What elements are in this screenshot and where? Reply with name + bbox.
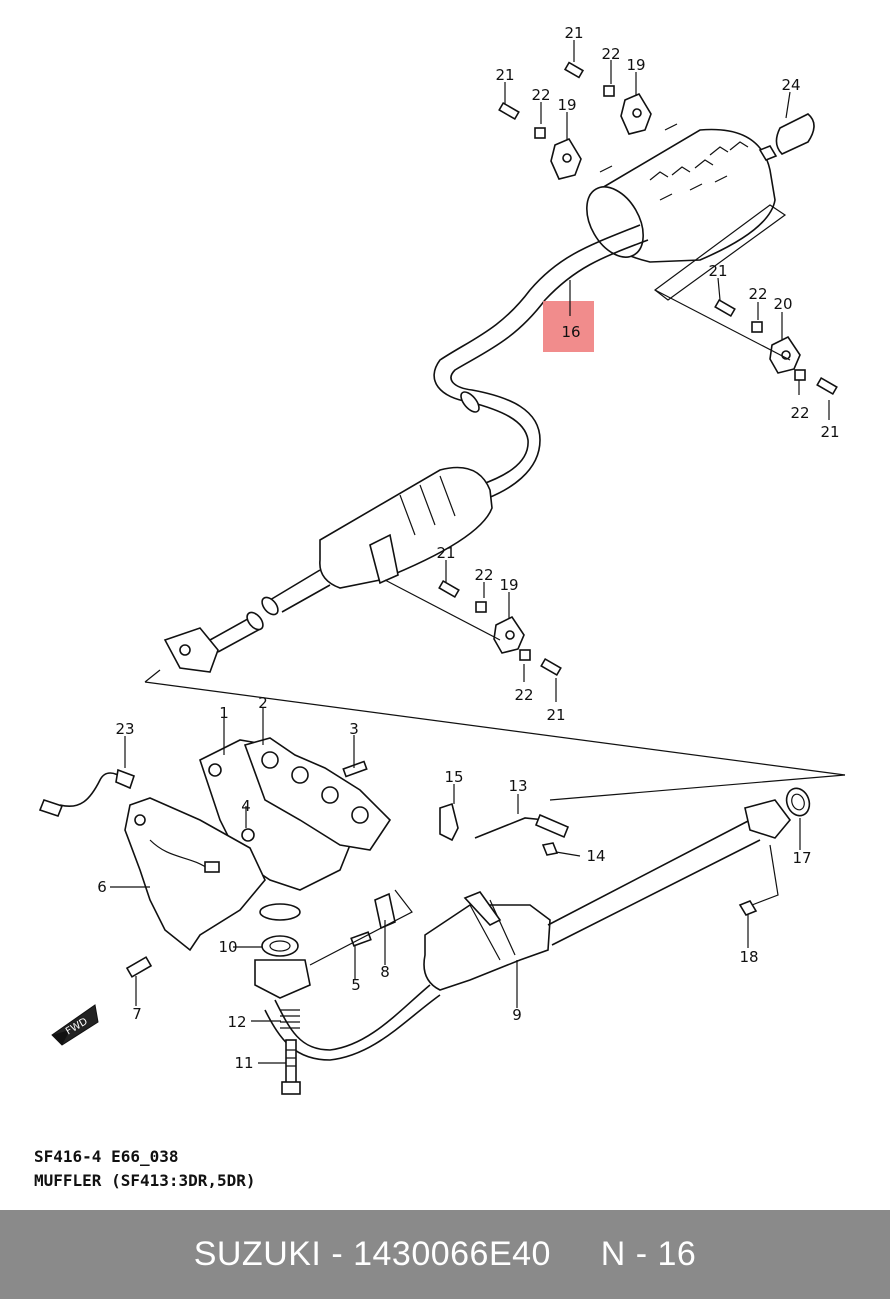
- callout-22: 22: [790, 404, 809, 422]
- callout-6: 6: [97, 878, 107, 896]
- caption-code: SF416-4 E66_038: [34, 1147, 179, 1166]
- callout-17: 17: [792, 849, 811, 867]
- callout-3: 3: [349, 720, 359, 738]
- callout-19: 19: [626, 56, 645, 74]
- callout-1: 1: [219, 704, 229, 722]
- callout-labels: 21 22 19 21 22 19 24 21 22 20 22 21 16 2…: [97, 24, 839, 1072]
- callout-2: 2: [258, 694, 268, 712]
- diagram-caption: SF416-4 E66_038 MUFFLER (SF413:3DR,5DR): [34, 1145, 256, 1193]
- callout-12: 12: [227, 1013, 246, 1031]
- flange-gaskets-10: [254, 903, 311, 999]
- caption-title: MUFFLER (SF413:3DR,5DR): [34, 1171, 256, 1190]
- callout-16-highlight: [543, 301, 594, 352]
- part-footer-bar: SUZUKI - 1430066E40 N - 16: [0, 1210, 890, 1299]
- callout-19: 19: [557, 96, 576, 114]
- callout-22: 22: [514, 686, 533, 704]
- tail-pipe-24: [775, 113, 815, 155]
- o2-sensor-23: [38, 768, 136, 817]
- spring-12-bolt-11: [280, 1009, 301, 1095]
- callout-8: 8: [380, 963, 390, 981]
- callout-7: 7: [132, 1005, 142, 1023]
- callout-4: 4: [241, 797, 251, 815]
- callout-24: 24: [781, 76, 800, 94]
- fwd-arrow-icon: FWD: [51, 1004, 99, 1046]
- callout-16: 16: [561, 323, 580, 341]
- callout-21: 21: [546, 706, 565, 724]
- callout-21: 21: [564, 24, 583, 42]
- callout-13: 13: [508, 777, 527, 795]
- callout-20: 20: [773, 295, 792, 313]
- exhaust-parts-diagram: FWD 21 22 19 21 22 19 24 21 22 20 22 21 …: [38, 24, 846, 1095]
- callout-10: 10: [218, 938, 237, 956]
- callout-21: 21: [436, 544, 455, 562]
- bolts-and-cushions: [438, 61, 838, 677]
- callout-21: 21: [820, 423, 839, 441]
- callout-22: 22: [531, 86, 550, 104]
- gasket-17: [785, 787, 811, 817]
- front-muffler: [163, 466, 493, 673]
- callout-22: 22: [601, 45, 620, 63]
- callout-21: 21: [495, 66, 514, 84]
- callout-22: 22: [748, 285, 767, 303]
- callout-14: 14: [586, 847, 605, 865]
- callout-15: 15: [444, 768, 463, 786]
- leader-frame-upper: [144, 204, 846, 801]
- callout-23: 23: [115, 720, 134, 738]
- hanger-19-lower: [493, 615, 525, 654]
- callout-9: 9: [512, 1006, 522, 1024]
- front-pipe-9: [264, 799, 792, 1061]
- hanger-20: [769, 335, 801, 374]
- callout-5: 5: [351, 976, 361, 994]
- callout-22: 22: [474, 566, 493, 584]
- heat-shield-6: [124, 797, 266, 952]
- hanger-19-left: [550, 137, 582, 180]
- callout-18: 18: [739, 948, 758, 966]
- leader-frame-lower: [309, 844, 779, 966]
- callout-11: 11: [234, 1054, 253, 1072]
- center-pipe-16: [433, 224, 649, 499]
- callout-21: 21: [708, 262, 727, 280]
- callout-19: 19: [499, 576, 518, 594]
- hanger-19-right: [620, 92, 652, 135]
- part-number-label: SUZUKI - 1430066E40 N - 16: [193, 1235, 697, 1273]
- rear-muffler: [586, 123, 778, 263]
